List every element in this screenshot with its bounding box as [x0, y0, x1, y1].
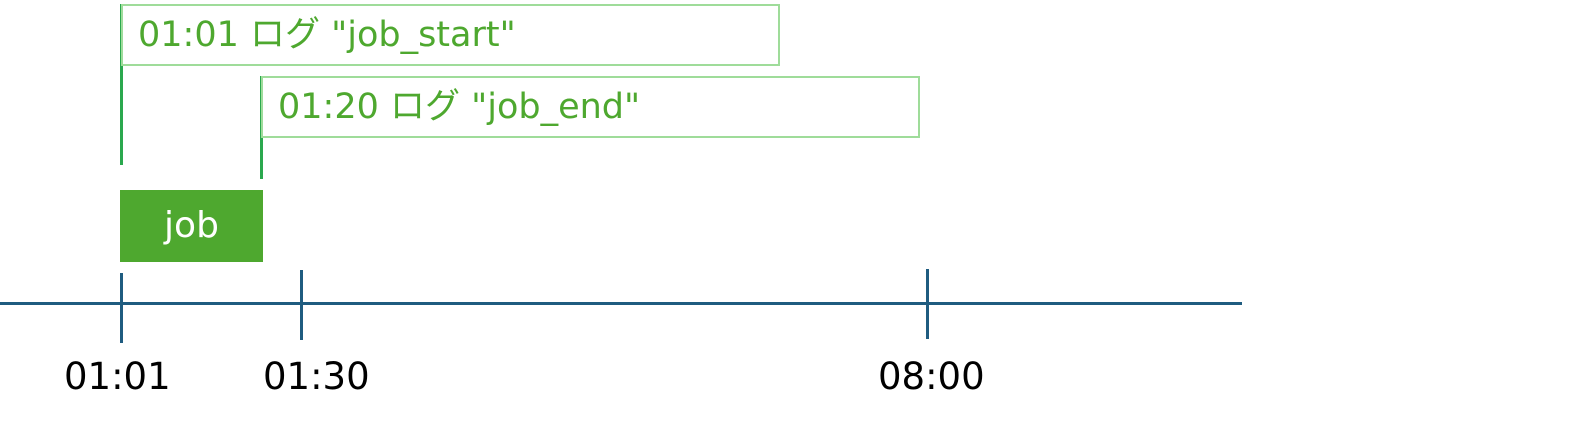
- log-job-start-label: 01:01 ログ "job_start": [138, 15, 516, 55]
- log-start-marker: [120, 4, 123, 165]
- job-bar: job: [120, 190, 263, 262]
- tick-0101: [120, 273, 123, 343]
- job-label: job: [164, 205, 219, 246]
- tick-0130: [300, 270, 303, 340]
- time-axis-line: [0, 302, 1242, 305]
- tick-label-0800: 08:00: [878, 355, 985, 398]
- tick-label-0101: 01:01: [64, 355, 171, 398]
- log-job-end-label: 01:20 ログ "job_end": [278, 87, 641, 127]
- tick-label-0130: 01:30: [263, 355, 370, 398]
- log-job-end-box: 01:20 ログ "job_end": [261, 76, 920, 138]
- tick-0800: [926, 269, 929, 339]
- log-job-start-box: 01:01 ログ "job_start": [121, 4, 780, 66]
